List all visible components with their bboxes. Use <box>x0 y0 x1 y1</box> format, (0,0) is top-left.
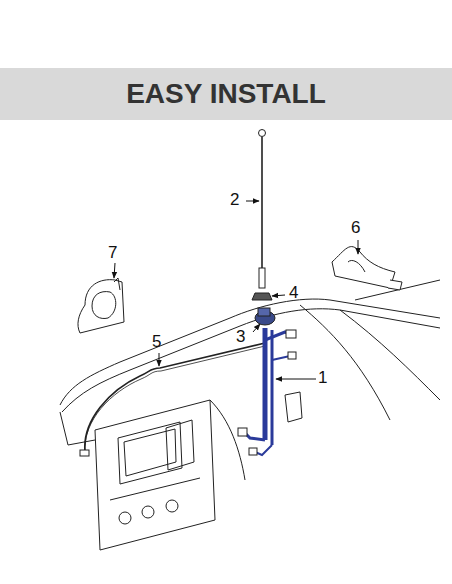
antenna-cable <box>238 328 296 455</box>
antenna-mast <box>259 130 266 289</box>
antenna-amplifier <box>332 247 402 290</box>
leader-lines <box>114 201 358 379</box>
callout-number: 2 <box>230 191 239 209</box>
antenna-base <box>255 308 275 325</box>
dashboard <box>60 280 440 550</box>
antenna-nut <box>252 293 272 300</box>
callout-number: 7 <box>108 244 117 262</box>
banner-title: EASY INSTALL <box>0 68 452 120</box>
callout-number: 5 <box>152 333 161 351</box>
callout-number: 4 <box>289 284 298 302</box>
callout-number: 6 <box>351 219 360 237</box>
callout-number: 1 <box>318 369 327 387</box>
antenna-wire <box>85 343 265 452</box>
horn <box>78 278 124 333</box>
callout-number: 3 <box>236 328 245 346</box>
